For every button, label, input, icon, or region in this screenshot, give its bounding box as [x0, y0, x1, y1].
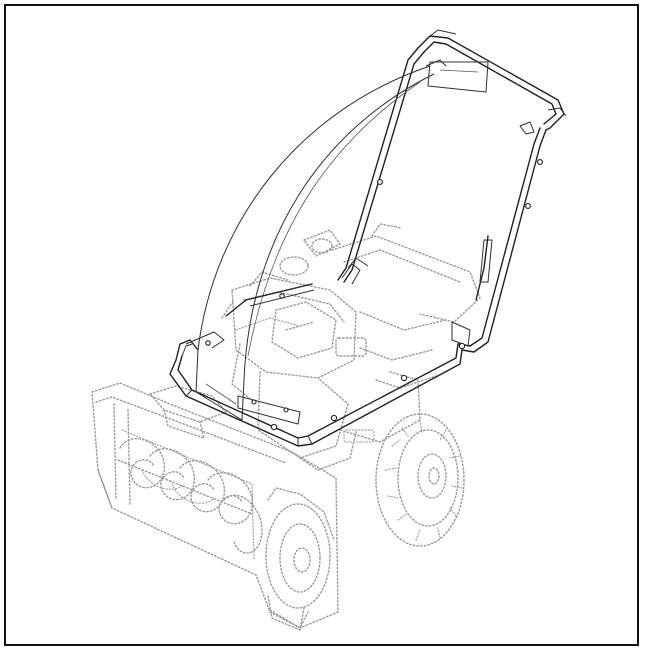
chute-base: [148, 385, 228, 440]
engine-top-controls: [249, 229, 342, 287]
cab-mid-strut: [245, 257, 369, 307]
cab-top-bar: [425, 29, 567, 135]
cab-upper-panel: [427, 61, 489, 93]
cab-bottom-frame: [169, 343, 463, 447]
snow-cab: [169, 29, 567, 447]
windshield-clamp: [237, 395, 301, 425]
side-support-strut: [451, 235, 493, 350]
auger-housing: [91, 382, 339, 629]
snow-thrower-machine: [91, 223, 481, 631]
dash-panel: [331, 223, 481, 389]
wheel: [375, 413, 465, 547]
augers: [117, 438, 263, 554]
cab-rear-frame: [225, 35, 565, 353]
chassis-frame: [231, 343, 421, 471]
windshield: [195, 65, 435, 421]
figure-frame: [4, 4, 639, 646]
impeller-housing: [265, 487, 335, 629]
skid-shoe: [267, 595, 305, 631]
